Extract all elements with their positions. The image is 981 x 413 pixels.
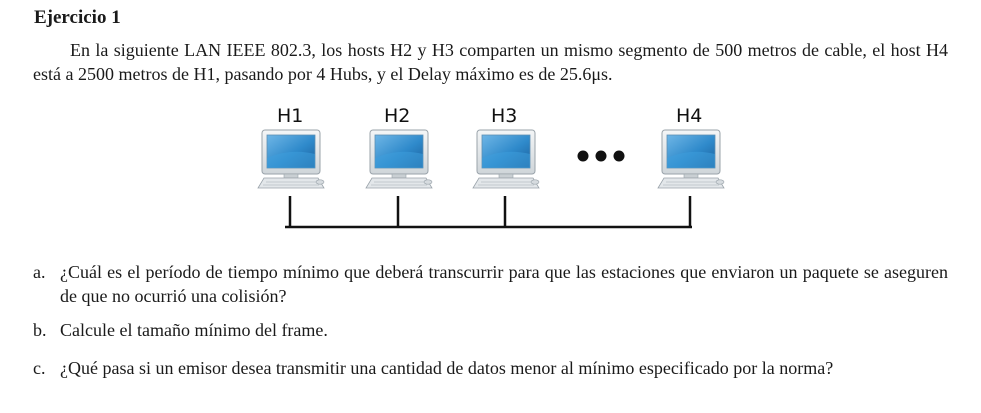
host-label-h1: H1 xyxy=(277,105,303,127)
question-letter: a. xyxy=(33,262,46,282)
question-text: ¿Qué pasa si un emisor desea transmitir … xyxy=(60,358,834,378)
host-label-h3: H3 xyxy=(491,105,517,127)
bus-cable xyxy=(285,196,692,229)
host-label-h4: H4 xyxy=(676,105,702,127)
question-letter: b. xyxy=(33,320,47,340)
question-text: Calcule el tamaño mínimo del frame. xyxy=(60,320,328,340)
question-a: a. ¿Cuál es el período de tiempo mínimo … xyxy=(33,260,948,308)
question-b: b. Calcule el tamaño mínimo del frame. xyxy=(33,318,948,342)
computer-icon-h2 xyxy=(365,129,433,189)
computer-icon-h1 xyxy=(257,129,325,189)
host-label-h2: H2 xyxy=(384,105,410,127)
question-letter: c. xyxy=(33,358,46,378)
computer-icon-h4 xyxy=(657,129,725,189)
exercise-intro: En la siguiente LAN IEEE 802.3, los host… xyxy=(33,40,948,84)
question-text: ¿Cuál es el período de tiempo mínimo que… xyxy=(60,262,948,306)
computer-icon-h3 xyxy=(472,129,540,189)
ellipsis-icon xyxy=(577,150,625,162)
question-c: c. ¿Qué pasa si un emisor desea transmit… xyxy=(33,356,948,380)
exercise-title: Ejercicio 1 xyxy=(34,7,121,28)
